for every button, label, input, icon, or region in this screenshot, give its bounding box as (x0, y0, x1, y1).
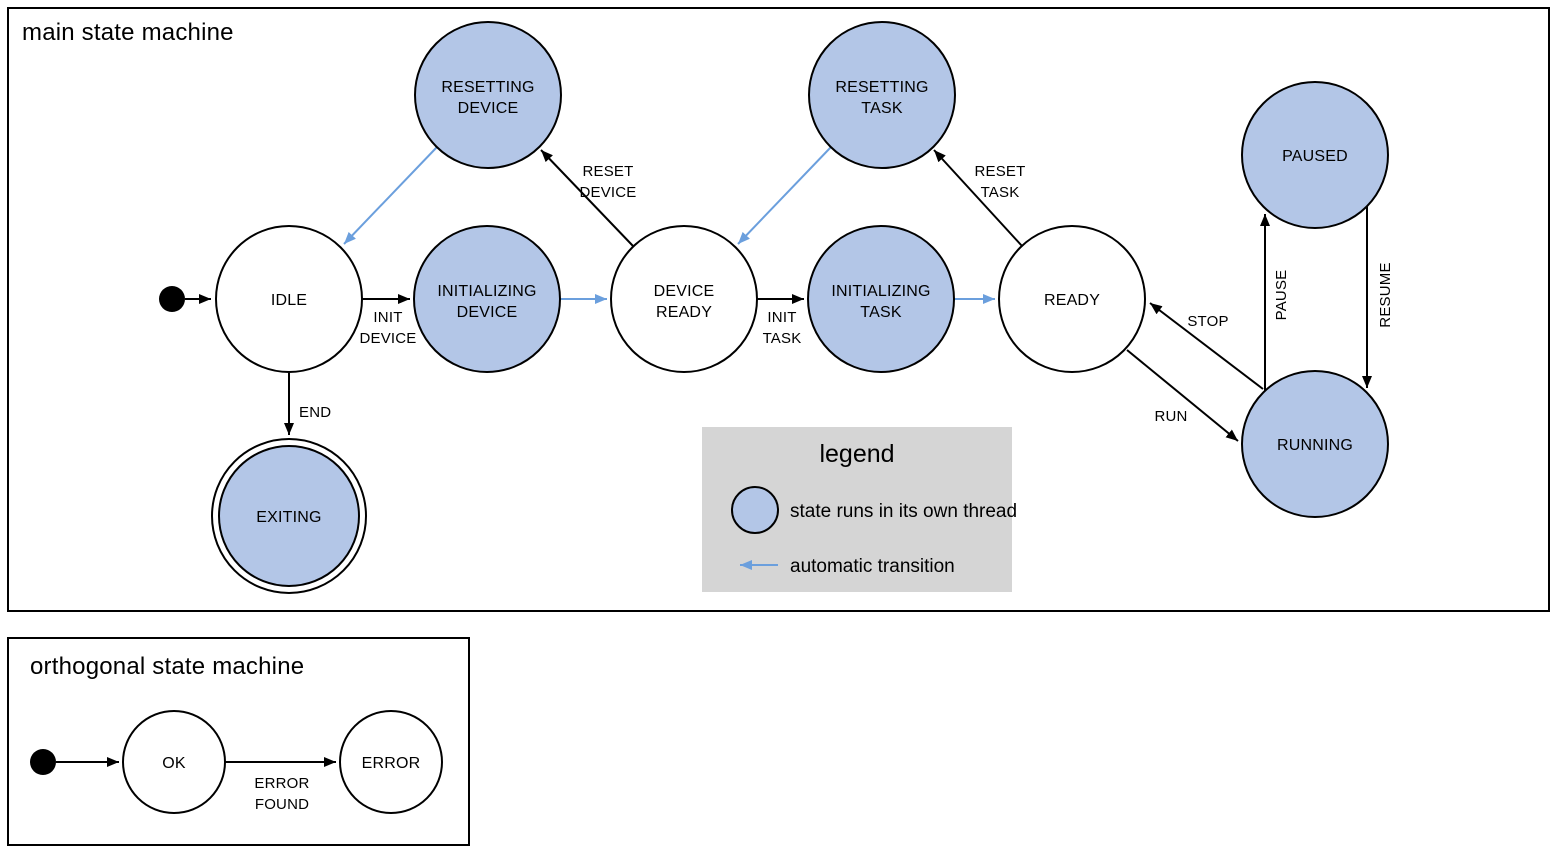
state-ready-circle (998, 225, 1146, 373)
state-error-circle (339, 710, 443, 814)
label-reset-task: RESET TASK (974, 163, 1025, 201)
svg-text:TASK: TASK (981, 184, 1020, 201)
legend: legend state runs in its own thread auto… (702, 427, 1017, 592)
state-ready: READY (998, 225, 1146, 373)
transition-device-ready-to-resetting-device (540, 149, 634, 247)
svg-text:RESET: RESET (582, 163, 633, 180)
svg-text:INITIALIZING: INITIALIZING (831, 283, 930, 300)
auto-transition-resetting-task-to-device-ready (737, 146, 832, 245)
svg-text:ERROR: ERROR (254, 775, 309, 792)
state-running-label: RUNNING (1277, 437, 1353, 454)
orthogonal-initial-state-dot (30, 749, 56, 775)
legend-automatic-transition-label: automatic transition (790, 556, 955, 577)
state-error: ERROR (339, 710, 443, 814)
svg-text:FOUND: FOUND (255, 796, 309, 813)
state-running: RUNNING (1241, 370, 1389, 518)
state-exiting-final: EXITING (211, 438, 367, 594)
state-ok-circle (122, 710, 226, 814)
svg-text:DEVICE: DEVICE (457, 304, 518, 321)
svg-text:INIT: INIT (373, 309, 402, 326)
legend-title: legend (819, 440, 894, 468)
state-ok-label: OK (162, 755, 186, 772)
state-paused: PAUSED (1241, 81, 1389, 229)
svg-text:TASK: TASK (860, 304, 902, 321)
state-resetting-task: RESETTING TASK (808, 21, 956, 169)
label-end: END (299, 404, 331, 421)
svg-text:RESETTING: RESETTING (441, 79, 534, 96)
label-stop: STOP (1187, 313, 1228, 330)
svg-text:INIT: INIT (767, 309, 796, 326)
label-init-task: INIT TASK (763, 309, 802, 347)
label-reset-device: RESET DEVICE (579, 163, 636, 201)
legend-threaded-state-icon (731, 486, 779, 534)
auto-transition-resetting-device-to-idle (343, 146, 438, 245)
state-exiting-circle (218, 445, 360, 587)
orthogonal-state-machine-title: orthogonal state machine (30, 653, 304, 680)
label-run: RUN (1154, 408, 1187, 425)
svg-text:TASK: TASK (861, 100, 903, 117)
state-idle-label: IDLE (271, 292, 307, 309)
svg-text:DEVICE: DEVICE (654, 283, 715, 300)
transition-running-to-ready-stop (1149, 302, 1264, 390)
label-resume: RESUME (1377, 262, 1394, 327)
state-device-ready-circle (610, 225, 758, 373)
state-resetting-device: RESETTING DEVICE (414, 21, 562, 169)
label-error-found: ERROR FOUND (254, 775, 309, 813)
state-ready-label: READY (1044, 292, 1100, 309)
label-init-device: INIT DEVICE (359, 309, 416, 347)
state-initializing-task: INITIALIZING TASK (807, 225, 955, 373)
svg-text:TASK: TASK (763, 330, 802, 347)
state-ok: OK (122, 710, 226, 814)
svg-text:READY: READY (656, 304, 712, 321)
state-resetting-device-circle (414, 21, 562, 169)
legend-threaded-state-label: state runs in its own thread (790, 501, 1017, 522)
svg-text:DEVICE: DEVICE (579, 184, 636, 201)
transition-ready-to-resetting-task (933, 149, 1023, 247)
orthogonal-state-machine: orthogonal state machine OK ERROR ERROR … (7, 637, 470, 846)
transition-ready-to-running-run (1126, 349, 1239, 442)
main-state-machine-title: main state machine (22, 19, 234, 46)
state-initializing-device-circle (413, 225, 561, 373)
state-resetting-task-circle (808, 21, 956, 169)
initial-state-dot (159, 286, 185, 312)
svg-text:INITIALIZING: INITIALIZING (437, 283, 536, 300)
state-idle: IDLE (215, 225, 363, 373)
svg-text:RESETTING: RESETTING (835, 79, 928, 96)
state-initializing-device: INITIALIZING DEVICE (413, 225, 561, 373)
svg-text:DEVICE: DEVICE (359, 330, 416, 347)
svg-text:DEVICE: DEVICE (458, 100, 519, 117)
label-pause: PAUSE (1273, 270, 1290, 321)
state-paused-label: PAUSED (1282, 148, 1348, 165)
state-initializing-task-circle (807, 225, 955, 373)
state-device-ready: DEVICE READY (610, 225, 758, 373)
svg-text:RESET: RESET (974, 163, 1025, 180)
state-idle-circle (215, 225, 363, 373)
state-running-circle (1241, 370, 1389, 518)
state-exiting-label: EXITING (256, 509, 321, 526)
state-error-label: ERROR (362, 755, 421, 772)
state-paused-circle (1241, 81, 1389, 229)
